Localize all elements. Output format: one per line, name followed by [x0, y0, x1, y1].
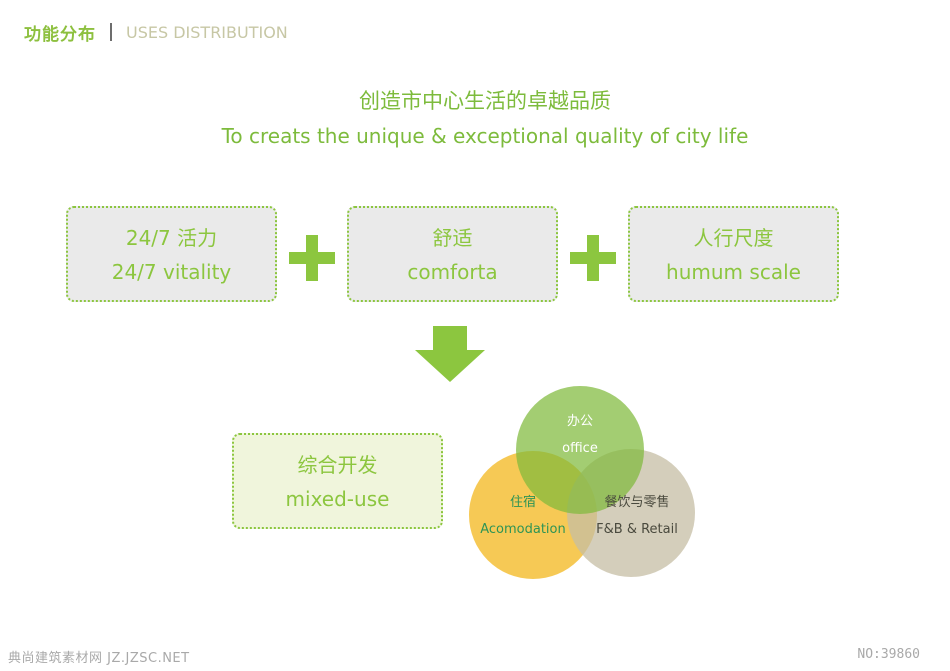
quality-box-comfort: 舒适 comforta	[347, 206, 558, 302]
quality-label-en: 24/7 vitality	[111, 260, 232, 284]
image-code: NO:39860	[857, 647, 920, 662]
venn-label-office-en: office	[562, 441, 598, 456]
venn-label-office-cn: 办公	[567, 414, 593, 429]
venn-label-residence-cn: 住宿	[510, 494, 536, 510]
quality-box-human-scale: 人行尺度 humum scale	[628, 206, 839, 302]
header-divider	[110, 23, 112, 41]
arrow-down-icon	[415, 326, 485, 382]
headline-en: To creats the unique & exceptional quali…	[221, 124, 749, 148]
result-label-cn: 综合开发	[297, 453, 378, 477]
quality-label-cn: 舒适	[432, 226, 473, 250]
uses-venn-diagram: 办公 office 住宿 Acomodation 餐饮与零售 F&B & Ret…	[469, 386, 695, 579]
venn-label-retail-cn: 餐饮与零售	[604, 494, 669, 510]
quality-label-en: humum scale	[666, 260, 801, 284]
venn-circle-office	[516, 386, 644, 514]
result-box-mixed-use: 综合开发 mixed-use	[232, 433, 443, 529]
quality-box-vitality: 24/7 活力 24/7 vitality	[66, 206, 277, 302]
watermark-text: 典尚建筑素材网 JZ.JZSC.NET	[8, 651, 190, 666]
result-label-en: mixed-use	[285, 487, 390, 511]
headline-cn: 创造市中心生活的卓越品质	[359, 89, 611, 113]
venn-label-residence-en: Acomodation	[480, 522, 566, 537]
quality-label-cn: 人行尺度	[693, 226, 774, 250]
plus-icon	[289, 235, 335, 281]
section-header: 功能分布 USES DISTRIBUTION	[24, 20, 288, 45]
quality-label-en: comforta	[407, 260, 498, 284]
plus-icon	[570, 235, 616, 281]
section-title-en: USES DISTRIBUTION	[126, 22, 288, 42]
venn-label-retail-en: F&B & Retail	[596, 522, 678, 537]
section-title-cn: 功能分布	[24, 24, 96, 45]
quality-label-cn: 24/7 活力	[125, 226, 218, 250]
